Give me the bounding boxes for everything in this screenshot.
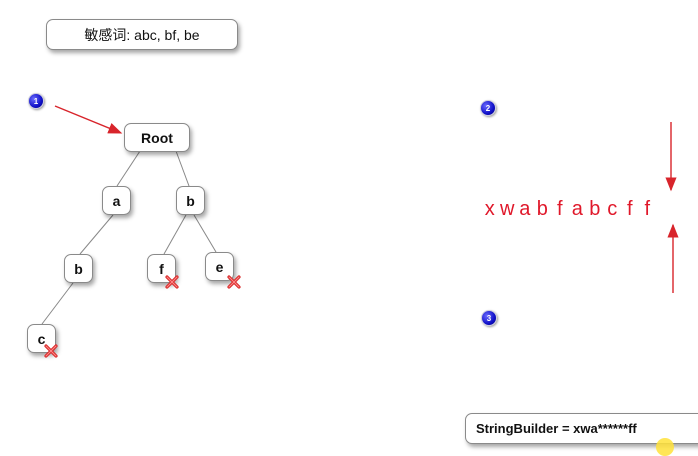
edge-b-e (193, 214, 217, 253)
input-char: f (644, 198, 651, 220)
edge-root-a (116, 150, 141, 187)
cursor-highlight (656, 438, 674, 456)
sensitive-words-label: 敏感词: abc, bf, be (84, 26, 200, 43)
input-char: b (589, 198, 601, 220)
end-mark-icon (44, 344, 58, 358)
tree-node-abc: c (27, 324, 56, 353)
tree-node-root: Root (124, 123, 190, 152)
edge-root-b (175, 150, 190, 187)
tree-node-be: e (205, 252, 234, 281)
step-badge-1: 1 (28, 93, 44, 109)
edge-b-f (163, 214, 187, 255)
tree-node-b: b (176, 186, 205, 215)
step-badge-2: 2 (480, 100, 496, 116)
input-string: x w a b f a b c f f (481, 198, 656, 221)
input-char: w (500, 198, 515, 220)
end-mark-icon (165, 275, 179, 289)
input-char: b (536, 198, 548, 220)
input-char: x (484, 198, 495, 220)
end-mark-icon (227, 275, 241, 289)
tree-node-ab: b (64, 254, 93, 283)
input-char: a (571, 198, 583, 220)
step-badge-3: 3 (481, 310, 497, 326)
sensitive-words-box: 敏感词: abc, bf, be (46, 19, 238, 50)
input-char: f (626, 198, 633, 220)
edge-a-b (79, 214, 114, 255)
input-char: a (519, 198, 531, 220)
arrow-start-to-root (54, 105, 123, 134)
result-label: StringBuilder = xwa******ff (476, 421, 637, 436)
edge-b-c (41, 282, 74, 325)
input-char: c (607, 198, 618, 220)
tree-node-a: a (102, 186, 131, 215)
input-char: f (556, 198, 563, 220)
tree-node-bf: f (147, 254, 176, 283)
